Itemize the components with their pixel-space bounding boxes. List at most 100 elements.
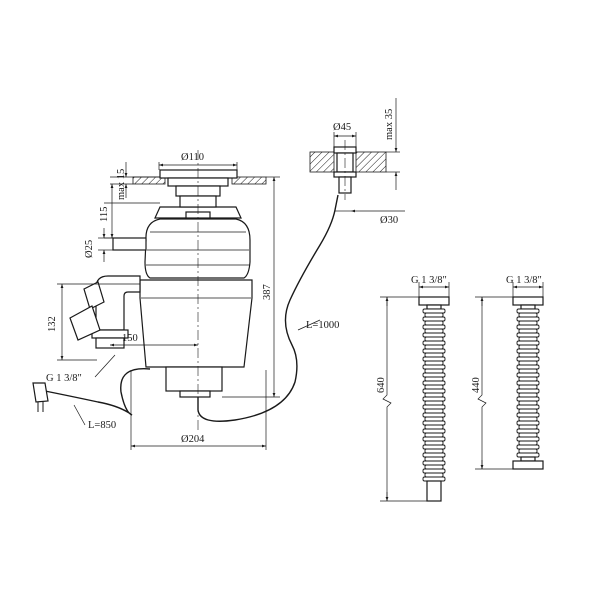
- hose-440-rib: [516, 372, 540, 378]
- hose-440-rib: [518, 344, 538, 350]
- hose-640-rib: [424, 456, 444, 462]
- label-height-387: 387: [262, 284, 273, 300]
- grinding-chamber: [144, 218, 251, 279]
- hose-640-rib: [422, 388, 446, 394]
- hose-440-rib: [518, 312, 538, 318]
- hose-440-rib: [518, 408, 538, 414]
- base-cap: [165, 366, 223, 392]
- hose-440-collar-bottom: [520, 456, 536, 462]
- hose-440-rib: [516, 356, 540, 362]
- hose-440-rib: [516, 348, 540, 354]
- label-thread-left: G 1 3/8": [46, 373, 82, 384]
- label-length-440: 440: [471, 377, 482, 393]
- hose-640-rib: [424, 400, 444, 406]
- hose-440-corrugation: [516, 308, 540, 458]
- motor-housing: [139, 279, 253, 368]
- hose-640-tail: [426, 480, 442, 502]
- hose-640-rib: [422, 316, 446, 322]
- worktop-left: [309, 151, 335, 173]
- label-length-640: 640: [376, 377, 387, 393]
- label-thread-hose-440: G 1 3/8": [506, 275, 542, 286]
- hose-440-rib: [518, 384, 538, 390]
- label-height-132: 132: [47, 316, 58, 332]
- elbow-branch: [69, 305, 101, 341]
- hose-440-rib: [518, 328, 538, 334]
- hose-640-rib: [424, 336, 444, 342]
- hose-640-rib: [422, 460, 446, 466]
- power-plug: [32, 382, 49, 403]
- hose-440-rib: [516, 340, 540, 346]
- label-diameter-45: Ø45: [333, 122, 351, 133]
- power-cord: [39, 368, 151, 416]
- hose-640-rib: [424, 392, 444, 398]
- hose-640-rib: [424, 320, 444, 326]
- hose-640-rib: [422, 340, 446, 346]
- hose-640-rib: [422, 324, 446, 330]
- hose-640-rib: [424, 464, 444, 470]
- hose-640-rib: [422, 420, 446, 426]
- hose-640-rib: [422, 332, 446, 338]
- hose-440-rib: [516, 404, 540, 410]
- hose-440-rib: [518, 360, 538, 366]
- label-thread-hose-640: G 1 3/8": [411, 275, 447, 286]
- hose-640-rib: [424, 344, 444, 350]
- hose-440-rib: [516, 308, 540, 314]
- hose-640-corrugation: [422, 308, 446, 482]
- hose-640-rib: [424, 384, 444, 390]
- air-switch: [309, 140, 387, 200]
- hose-640-rib: [424, 424, 444, 430]
- label-diameter-25: Ø25: [84, 240, 95, 258]
- hose-640-rib: [424, 416, 444, 422]
- hose-440-rib: [516, 436, 540, 442]
- label-max-35: max 35: [384, 109, 395, 140]
- control-cable: [197, 194, 339, 422]
- hose-640-rib: [422, 380, 446, 386]
- hose-640-rib: [422, 364, 446, 370]
- hose-440-rib: [518, 448, 538, 454]
- hose-440-rib: [518, 392, 538, 398]
- hose-440-collar-top: [520, 304, 536, 310]
- hose-640-rib: [424, 360, 444, 366]
- hose-440-rib: [516, 396, 540, 402]
- label-width-150: 150: [122, 333, 138, 344]
- hose-440: [512, 296, 544, 470]
- hose-440-rib: [518, 376, 538, 382]
- hose-440-rib: [518, 424, 538, 430]
- hose-640-rib: [424, 432, 444, 438]
- hose-440-rib: [516, 324, 540, 330]
- hose-440-rib: [516, 332, 540, 338]
- hose-640-rib: [424, 376, 444, 382]
- hose-440-rib: [516, 316, 540, 322]
- hose-640-rib: [422, 436, 446, 442]
- label-diameter-110: Ø110: [181, 152, 204, 163]
- base-plug: [179, 390, 211, 398]
- hose-440-rib: [518, 400, 538, 406]
- hose-640-rib: [422, 444, 446, 450]
- hose-640-rib: [424, 408, 444, 414]
- hose-640-rib: [422, 404, 446, 410]
- hose-640: [418, 296, 450, 502]
- hose-440-rib: [518, 368, 538, 374]
- hose-640-rib: [422, 308, 446, 314]
- hose-640-rib: [422, 476, 446, 482]
- worktop-right: [355, 151, 387, 173]
- hose-640-rib: [422, 348, 446, 354]
- hose-440-rib: [516, 452, 540, 458]
- label-cord-850: L=850: [88, 420, 116, 431]
- hose-440-rib: [518, 432, 538, 438]
- hose-440-rib: [516, 444, 540, 450]
- hose-440-rib: [516, 388, 540, 394]
- hose-440-rib: [516, 380, 540, 386]
- hose-440-rib: [516, 428, 540, 434]
- hose-440-rib: [518, 320, 538, 326]
- hose-640-nut: [418, 296, 450, 306]
- hose-640-rib: [422, 372, 446, 378]
- hose-640-rib: [424, 352, 444, 358]
- elbow-coupling: [95, 337, 125, 349]
- hose-640-rib: [422, 356, 446, 362]
- label-diameter-204: Ø204: [181, 434, 205, 445]
- hose-640-rib: [422, 452, 446, 458]
- hose-640-rib: [424, 440, 444, 446]
- hose-440-nut-top: [512, 296, 544, 306]
